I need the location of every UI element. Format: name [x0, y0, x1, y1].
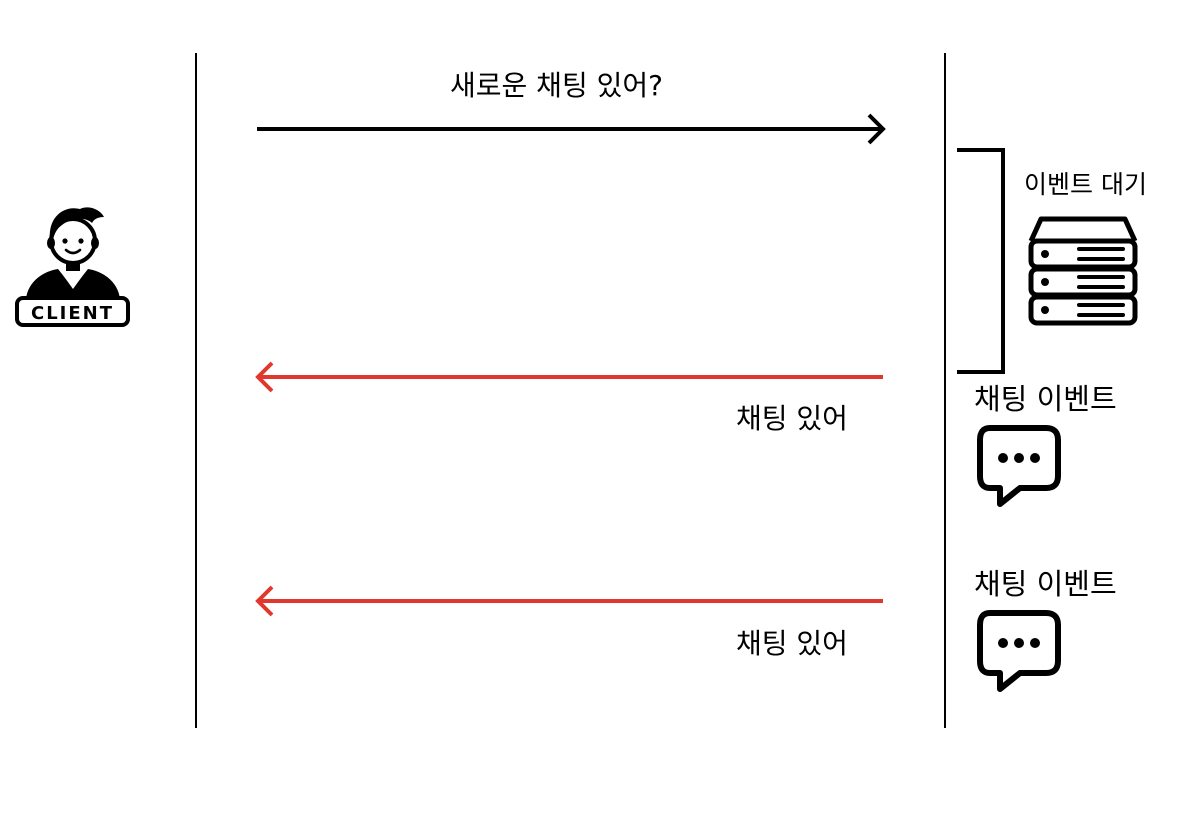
response-arrow-2	[255, 585, 883, 617]
server-stack-icon	[1028, 216, 1138, 326]
response-2-label: 채팅 있어	[736, 627, 848, 660]
chat-bubble-icon	[977, 610, 1061, 692]
person-avatar-icon	[15, 207, 130, 327]
event-2-label: 채팅 이벤트	[974, 567, 1117, 601]
request-label: 새로운 채팅 있어?	[450, 69, 663, 102]
wait-label: 이벤트 대기	[1024, 170, 1147, 199]
client-badge-text: CLIENT	[30, 303, 114, 324]
client-actor: CLIENT	[14, 203, 132, 329]
event-1-label: 채팅 이벤트	[974, 382, 1117, 416]
client-lifeline	[195, 53, 197, 728]
server-lifeline	[944, 53, 946, 728]
response-arrow-1	[255, 361, 883, 393]
chat-bubble-icon	[977, 425, 1061, 507]
request-arrow	[257, 113, 886, 145]
response-1-label: 채팅 있어	[736, 402, 848, 435]
wait-bracket	[957, 148, 1005, 374]
